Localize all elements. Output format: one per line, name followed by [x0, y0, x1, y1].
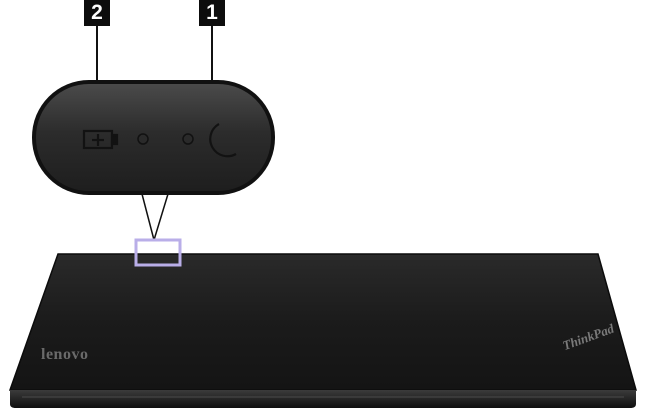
sleep-indicator-light: [182, 133, 194, 145]
battery-status-icon: [82, 129, 119, 150]
sleep-moon-icon: [209, 123, 237, 158]
zoom-line-right: [153, 193, 169, 241]
zoom-line-left: [141, 193, 155, 241]
laptop-lid: [8, 253, 637, 408]
callout-label-1: 1: [199, 0, 225, 26]
callout-label-2: 2: [84, 0, 110, 26]
indicator-callout-pill: [32, 80, 275, 195]
lenovo-logo: lenovo: [41, 346, 89, 363]
battery-indicator-light: [137, 133, 149, 145]
indicator-location-highlight: [134, 238, 182, 267]
